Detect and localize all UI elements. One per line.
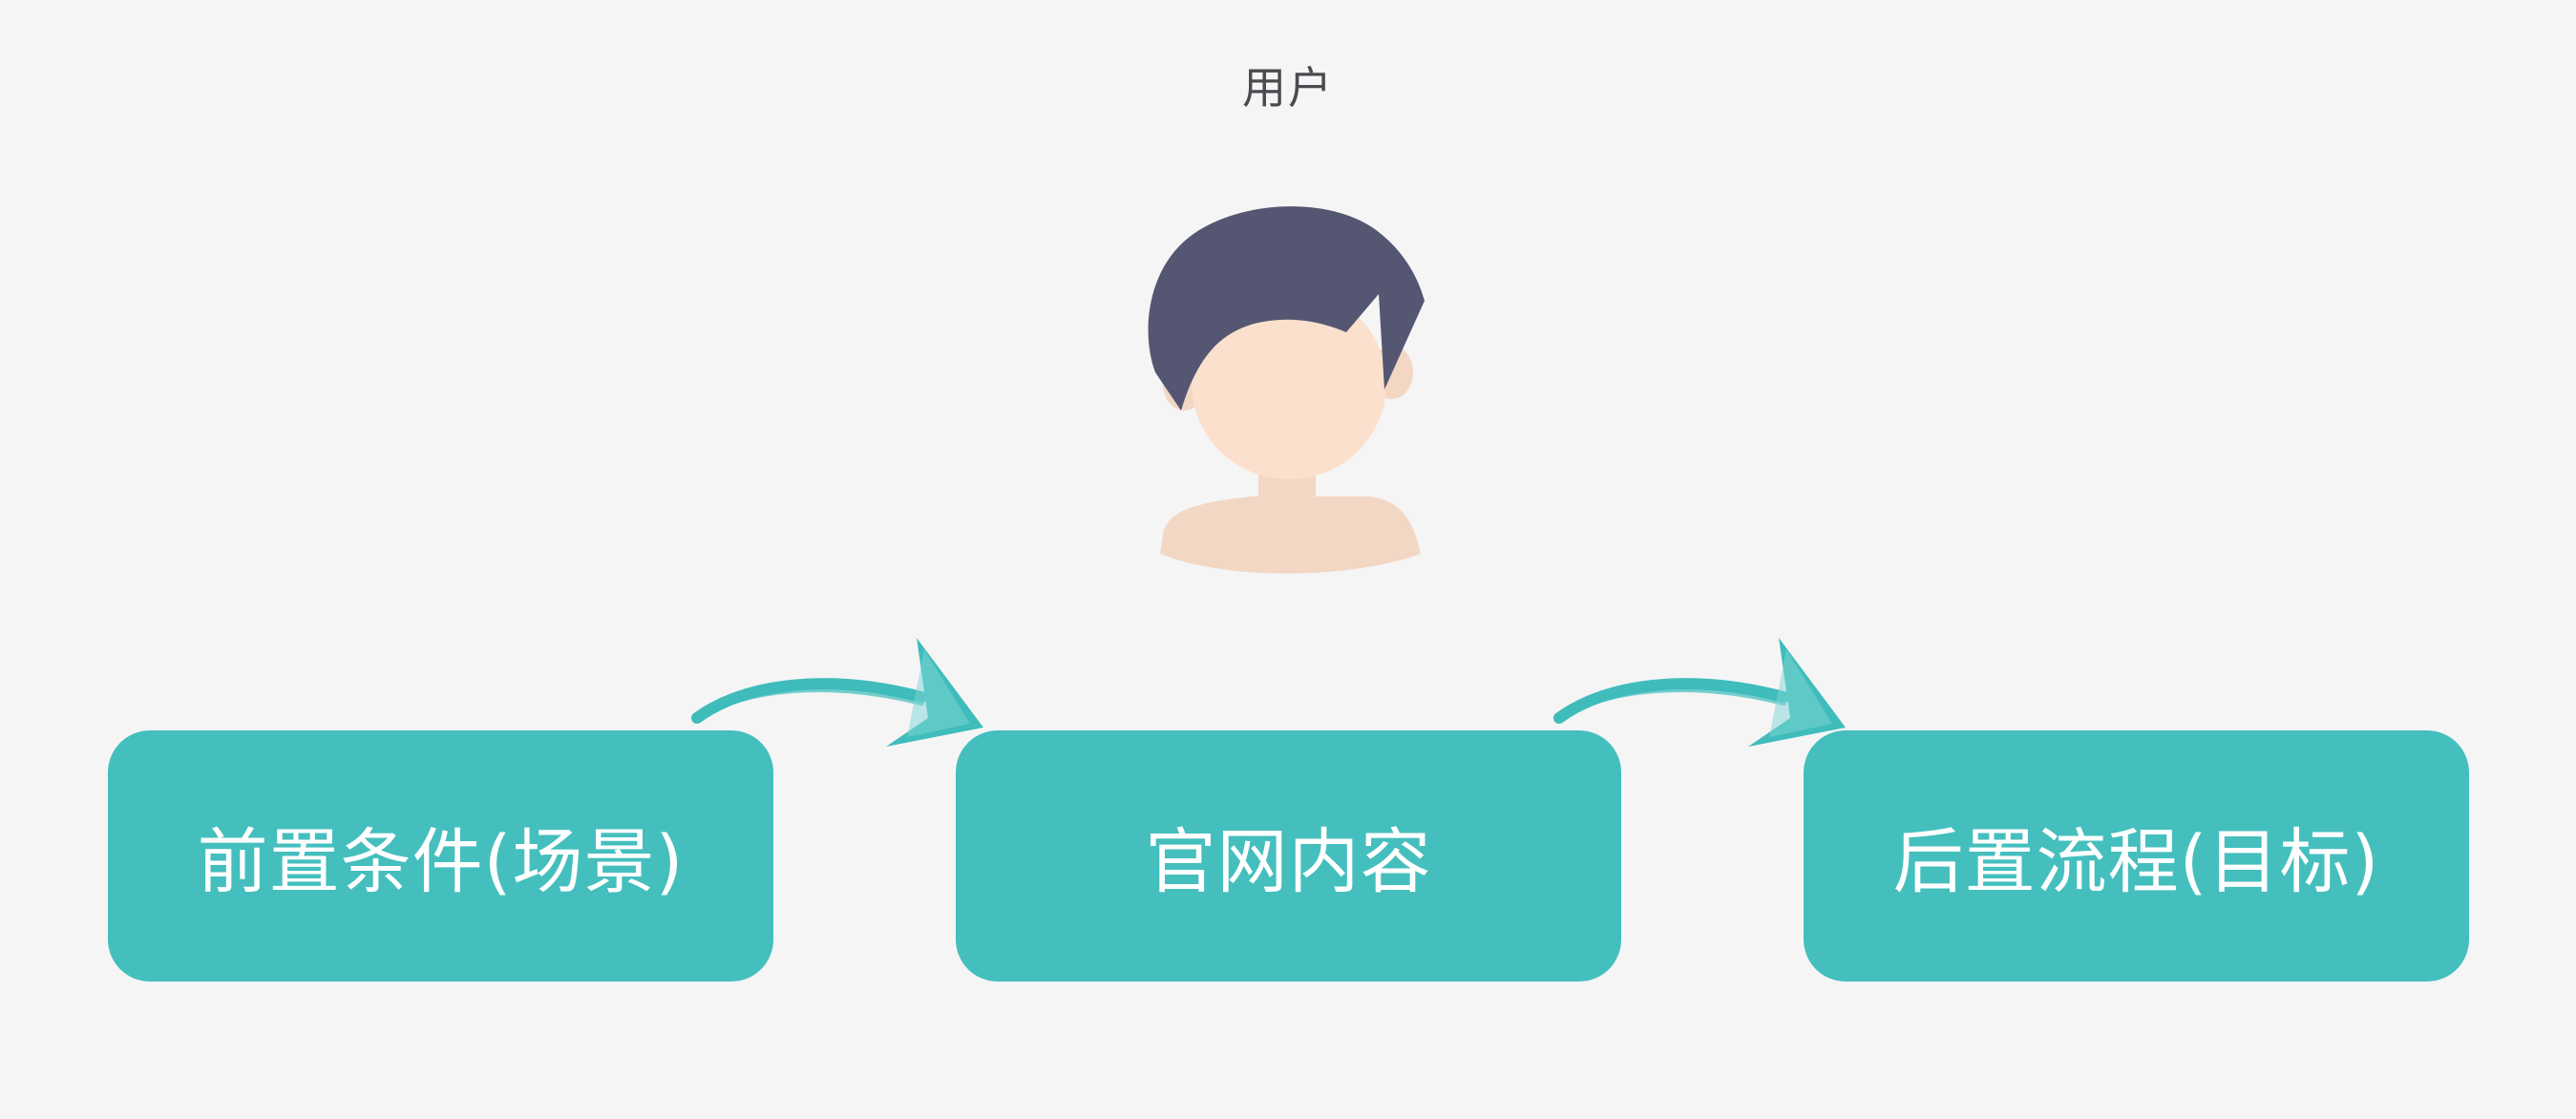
flow-step-website-content: 官网内容 [956,730,1621,982]
avatar-face [1192,288,1386,479]
flow-step-label: 官网内容 [1145,821,1432,903]
flow-step-label: 后置流程(目标) [1892,821,2380,903]
flow-step-precondition: 前置条件(场景) [108,730,773,982]
avatar-hair [1148,206,1425,411]
curved-arrow-icon [691,638,983,747]
flow-step-postprocess: 后置流程(目标) [1804,730,2469,982]
user-label: 用户 [1242,62,1334,114]
flow-step-label: 前置条件(场景) [197,821,685,903]
curved-arrow-icon [1553,638,1846,747]
avatar-shoulders [1160,496,1421,574]
user-avatar-icon [1148,206,1425,574]
